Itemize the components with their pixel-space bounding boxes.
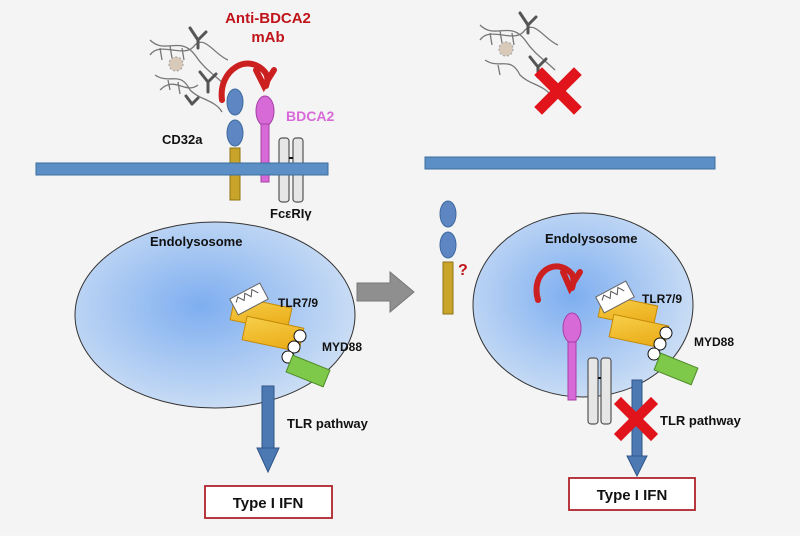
pathway-left-label: TLR pathway — [287, 416, 369, 431]
cd32a-label: CD32a — [162, 132, 203, 147]
red-x-icon — [534, 67, 582, 115]
gray-arrow-icon — [356, 270, 415, 314]
fceri-label: FcεRIγ — [270, 206, 312, 221]
tlr-pathway-arrow-left — [256, 385, 280, 474]
myd88-right-label: MYD88 — [694, 335, 734, 349]
endolysosome-right — [472, 212, 694, 398]
bdca2-receptor-internalized — [562, 312, 582, 401]
bdca2-label: BDCA2 — [286, 108, 334, 124]
pathway-right-label: TLR pathway — [660, 413, 742, 428]
plasma-membrane-left — [35, 162, 329, 176]
endolysosome-right-label: Endolysosome — [545, 231, 637, 246]
question-mark: ? — [458, 262, 468, 279]
type-i-ifn-box-right — [568, 477, 696, 511]
ifn-left-label: Type I IFN — [233, 495, 304, 512]
mab-label-line2: mAb — [251, 29, 284, 46]
antibody-icon — [218, 60, 277, 103]
tlr-left-label: TLR7/9 — [278, 296, 318, 310]
bdca2-receptor — [255, 95, 275, 183]
mab-label-line1: Anti-BDCA2 — [225, 10, 311, 27]
myd88-left-label: MYD88 — [322, 340, 362, 354]
cd32a-receptor — [226, 88, 244, 201]
endolysosome-left-label: Endolysosome — [150, 234, 242, 249]
plasma-membrane-right — [424, 156, 716, 170]
dna-immune-complex-icon — [479, 11, 559, 98]
ifn-right-label: Type I IFN — [597, 487, 668, 504]
tlr-complex-left — [229, 282, 331, 388]
type-i-ifn-box-left — [204, 485, 333, 519]
antibody-icon — [533, 263, 583, 303]
red-x-icon — [613, 396, 659, 442]
tlr-right-label: TLR7/9 — [642, 292, 682, 306]
dna-immune-complex-icon — [149, 26, 229, 113]
tlr-complex-right — [595, 280, 699, 386]
cd32a-receptor-internalized — [439, 200, 457, 315]
fceri-dimer-internalized — [587, 357, 612, 425]
